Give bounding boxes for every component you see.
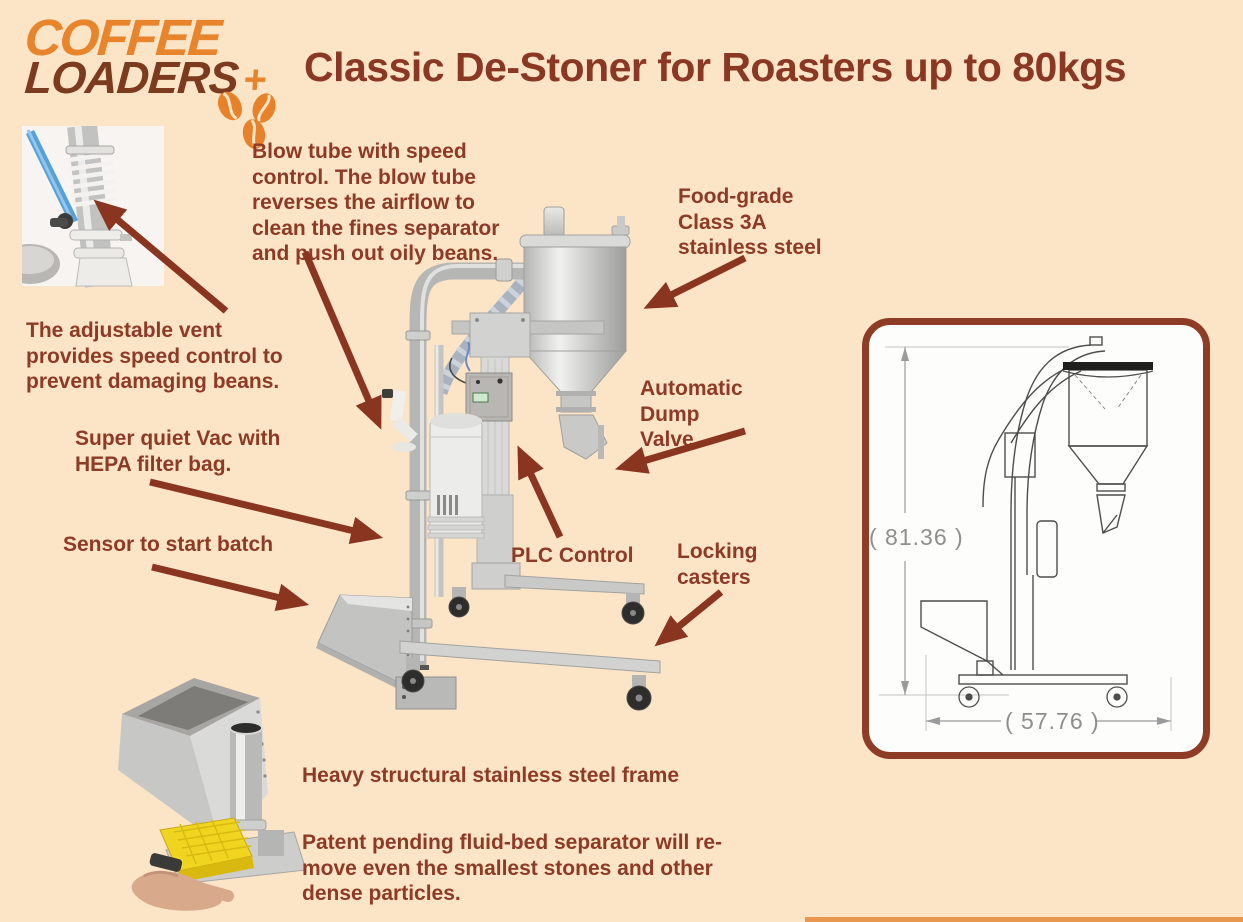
technical-drawing: ( 81.36 ) <box>869 336 1172 734</box>
destoner-machine-photo <box>316 206 661 711</box>
coffee-loaders-logo: COFFEE LOADERS+ <box>23 9 280 149</box>
callout-dump-valve: Automatic Dump Valve <box>640 377 743 452</box>
callout-adjustable-vent: The adjustable vent provides speed contr… <box>26 319 283 394</box>
coffee-beans-icon <box>218 91 276 149</box>
height-dimension-label: ( 81.36 ) <box>869 524 964 550</box>
callout-food-grade: Food-grade Class 3A stainless steel <box>678 185 822 260</box>
callout-locking-casters: Locking casters <box>677 540 758 589</box>
adjustable-vent-photo <box>22 126 164 288</box>
width-dimension-label: ( 57.76 ) <box>1005 708 1100 734</box>
technical-drawing-panel: ( 81.36 ) <box>862 318 1210 759</box>
fluid-bed-separator-photo <box>118 678 307 911</box>
callout-steel-frame: Heavy structural stainless steel frame <box>302 764 680 787</box>
callout-blow-tube: Blow tube with speed control. The blow t… <box>252 140 500 266</box>
page-title: Classic De-Stoner for Roasters up to 80k… <box>303 44 1127 90</box>
callout-patent-separator: Patent pending fluid-bed separator will … <box>302 831 723 906</box>
callout-sensor: Sensor to start batch <box>63 533 274 556</box>
bottom-divider-bar <box>805 917 1243 922</box>
callout-plc-control: PLC Control <box>511 544 634 567</box>
arrow-sensor <box>151 563 310 612</box>
callout-quiet-vac: Super quiet Vac with HEPA filter bag. <box>75 427 281 476</box>
